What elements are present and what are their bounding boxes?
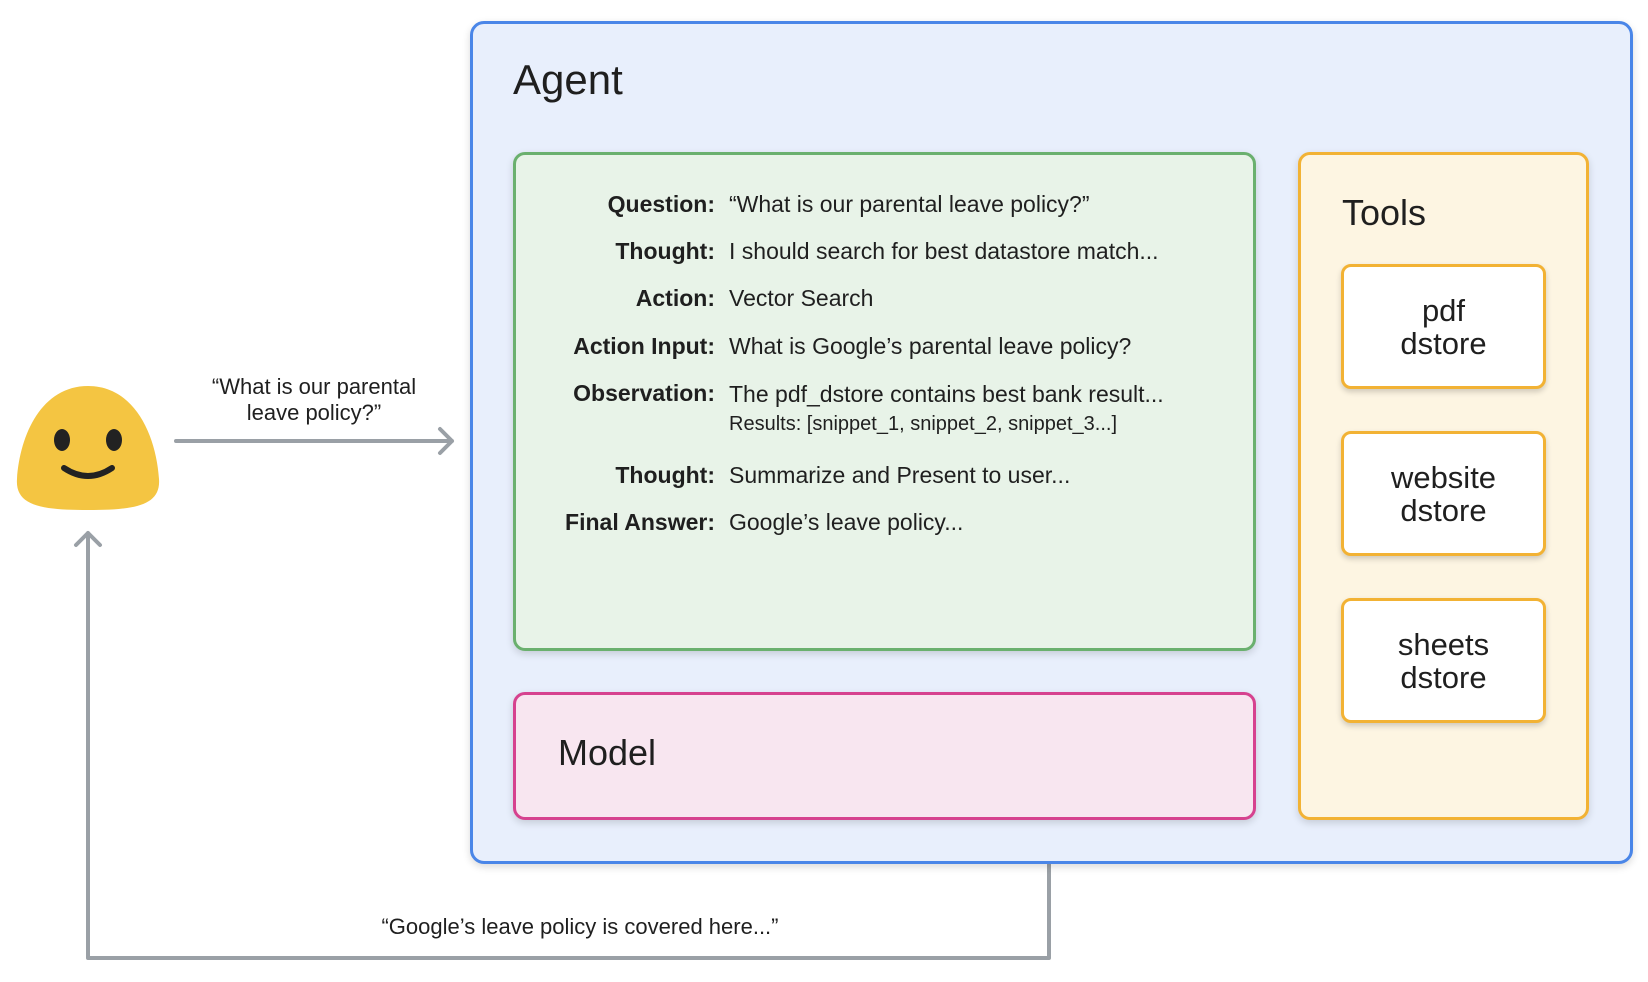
query-caption: “What is our parental leave policy?”: [211, 374, 417, 425]
tools-title: Tools: [1342, 192, 1427, 233]
tool-pdf-dstore: pdf dstore: [1341, 264, 1546, 389]
reasoning-panel: [513, 152, 1256, 651]
model-box: [513, 692, 1256, 820]
model-label: Model: [558, 732, 657, 773]
tool-sheets-dstore: sheets dstore: [1341, 598, 1546, 723]
response-caption: “Google’s leave policy is covered here..…: [381, 914, 779, 939]
response-arrow: [74, 531, 1051, 960]
agent-title: Agent: [513, 56, 623, 103]
tool-website-dstore: website dstore: [1341, 431, 1546, 556]
user-avatar: [14, 384, 162, 517]
query-arrow: [174, 427, 454, 455]
smiley-face-icon: [16, 386, 160, 510]
